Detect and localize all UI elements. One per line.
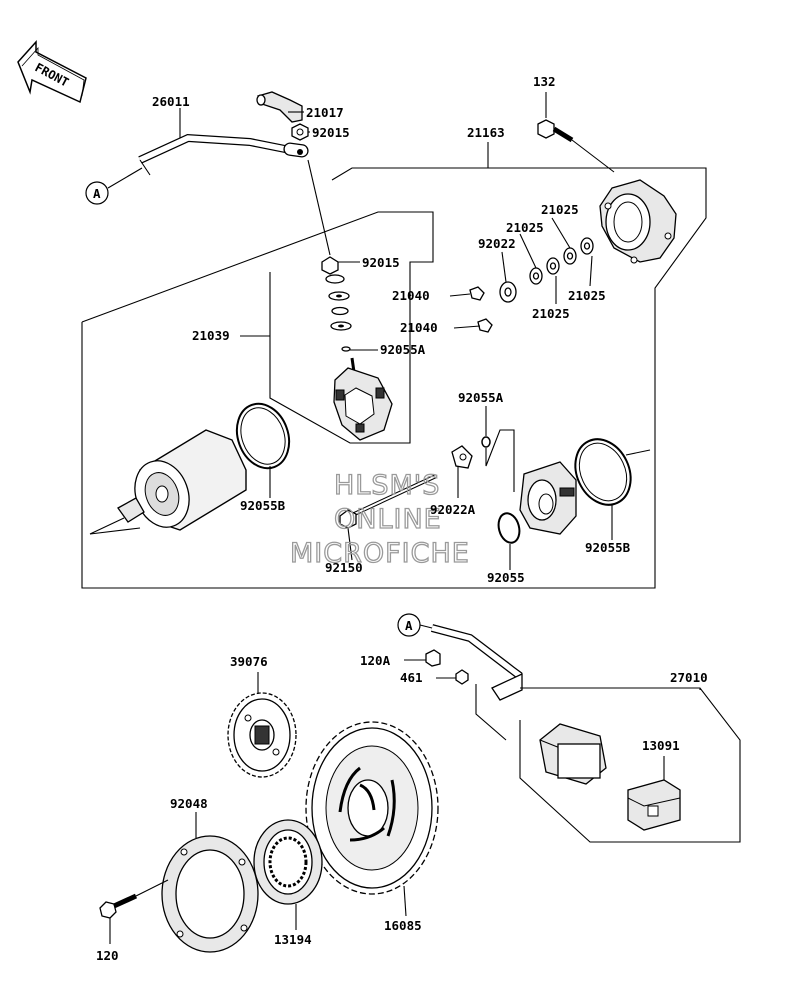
idle-gear	[227, 692, 297, 778]
part-label-27010: 27010	[670, 670, 708, 685]
brush-clip-21040-a	[469, 286, 485, 301]
brush-clip-21040-b	[477, 318, 493, 333]
part-label-92150: 92150	[325, 560, 363, 575]
terminal-cap	[256, 91, 303, 123]
bolt-132	[537, 119, 615, 173]
part-label-39076: 39076	[230, 654, 268, 669]
part-label-132: 132	[533, 74, 556, 89]
brush-holder-group-outline	[81, 211, 434, 444]
part-label-21025: 21025	[532, 306, 570, 321]
leader-lines	[109, 92, 701, 944]
part-label-92015: 92015	[312, 125, 350, 140]
part-label-461: 461	[400, 670, 423, 685]
part-label-92055b: 92055B	[240, 498, 286, 513]
nut-92015-top	[291, 123, 309, 141]
part-labels: 26011 21017 92015 132 21163 21025 21025 …	[96, 74, 708, 963]
part-label-26011: 26011	[152, 94, 190, 109]
part-label-21163: 21163	[467, 125, 505, 140]
part-label-120: 120	[96, 948, 119, 963]
svg-text:MICROFICHE: MICROFICHE	[290, 538, 470, 569]
washer-92022a	[451, 445, 473, 498]
part-label-13091: 13091	[642, 738, 680, 753]
reference-mark-a-bottom: A	[397, 613, 433, 637]
o-ring-92055	[497, 512, 521, 544]
part-label-120a: 120A	[360, 653, 391, 668]
part-label-92022: 92022	[478, 236, 516, 251]
relay-cover	[627, 779, 681, 831]
svg-text:ONLINE: ONLINE	[334, 504, 442, 535]
starter-motor-body	[89, 429, 247, 535]
svg-text:A: A	[93, 186, 101, 201]
part-label-21039: 21039	[192, 328, 230, 343]
part-label-21025: 21025	[506, 220, 544, 235]
part-label-92022a: 92022A	[430, 502, 476, 517]
clutch-housing	[161, 835, 259, 953]
washer-set	[499, 237, 594, 303]
watermark: HLSM'S ONLINE MICROFICHE	[289, 469, 470, 569]
one-way-clutch	[253, 819, 323, 905]
relay-cable	[430, 624, 523, 680]
o-ring-92055b-left	[235, 402, 291, 470]
part-label-92015: 92015	[362, 255, 400, 270]
o-ring-92055a-small	[481, 436, 491, 448]
reference-mark-a-top: A	[85, 167, 143, 205]
part-label-92055a: 92055A	[380, 342, 426, 357]
part-label-21040: 21040	[392, 288, 430, 303]
terminal-nut-stack	[321, 256, 352, 352]
brush-plate	[333, 357, 393, 441]
part-label-21040: 21040	[400, 320, 438, 335]
rear-cover	[519, 461, 577, 535]
part-label-92055a: 92055A	[458, 390, 504, 405]
starter-relay	[539, 723, 607, 785]
through-bolt	[339, 474, 437, 561]
starter-motor-group-outline	[81, 167, 707, 589]
svg-text:A: A	[405, 618, 413, 633]
starter-clutch-gear	[305, 721, 439, 895]
svg-text:HLSM'S: HLSM'S	[334, 470, 440, 501]
part-label-13194: 13194	[274, 932, 312, 947]
bolt-120	[99, 879, 169, 919]
part-label-92055: 92055	[487, 570, 525, 585]
front-cover	[599, 179, 677, 264]
part-label-16085: 16085	[384, 918, 422, 933]
bolt-120a	[425, 649, 441, 667]
part-label-21017: 21017	[306, 105, 344, 120]
nut-461	[455, 669, 469, 685]
part-label-21025: 21025	[568, 288, 606, 303]
relay-group-outline	[475, 684, 741, 843]
battery-cable	[138, 133, 309, 176]
part-label-92055b: 92055B	[585, 540, 631, 555]
relay-bracket	[491, 672, 523, 701]
part-label-21025: 21025	[541, 202, 579, 217]
front-arrow-icon: FRONT	[17, 40, 87, 104]
o-ring-92055b-right	[574, 438, 651, 506]
part-label-92048: 92048	[170, 796, 208, 811]
